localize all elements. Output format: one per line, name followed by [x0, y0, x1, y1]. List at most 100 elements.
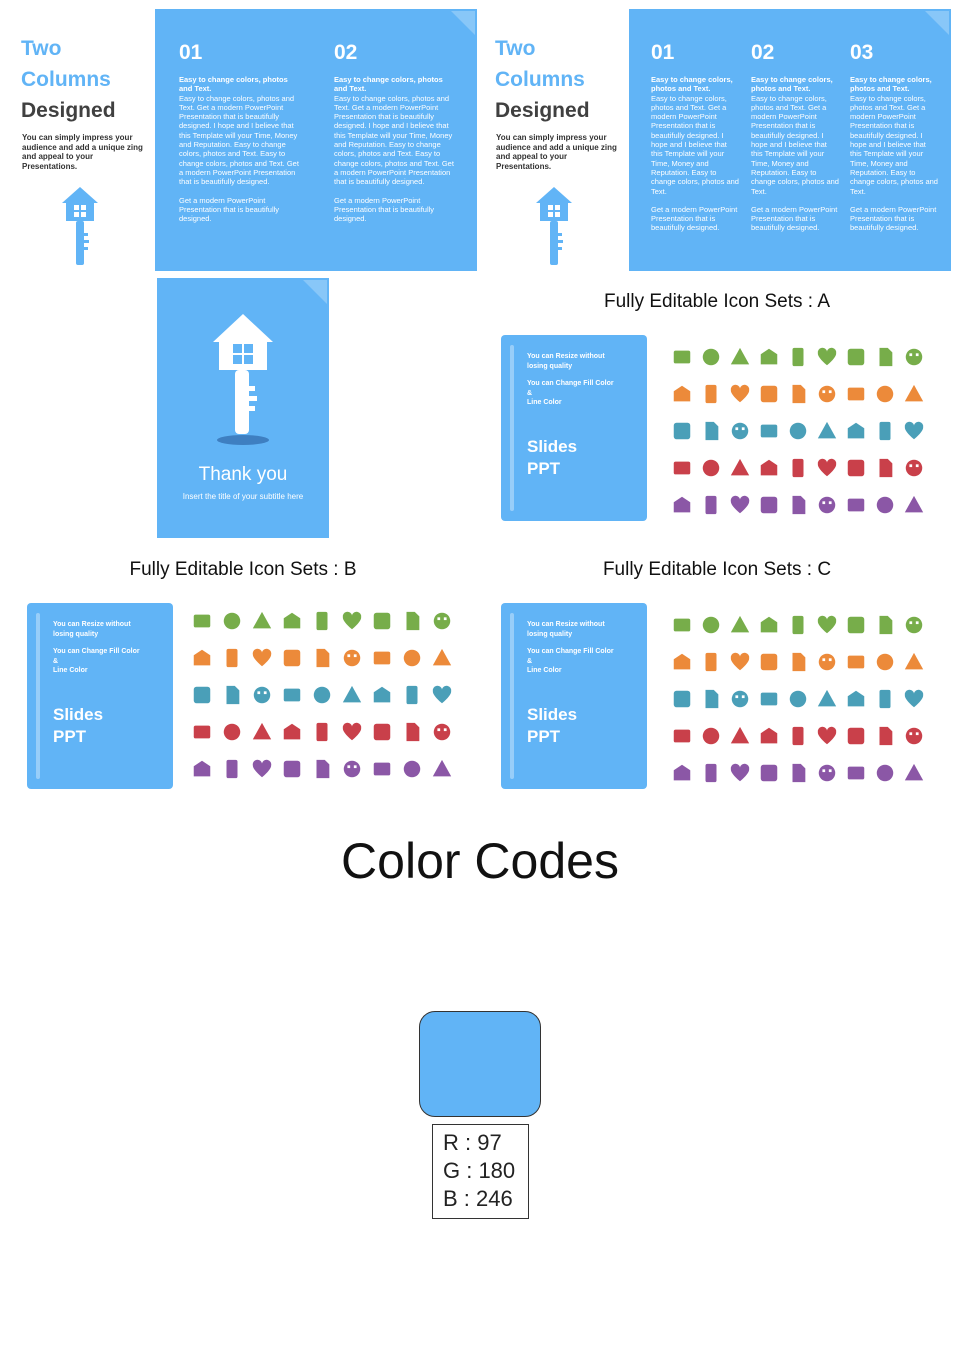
file-chart-icon [845, 457, 867, 479]
fire-icon [431, 758, 453, 780]
spine-icon [816, 651, 838, 673]
column-number: 03 [850, 41, 874, 64]
color-codes-title: Color Codes [341, 833, 619, 889]
intestine-icon [845, 614, 867, 636]
microphone-icon [431, 610, 453, 632]
male-symbol-icon [251, 610, 273, 632]
column-subtitle: Easy to change colors, photos and Text. [850, 75, 932, 94]
medicine-bottle-icon [903, 688, 925, 710]
column-body: Easy to change colors, photos and Text. … [334, 93, 454, 187]
slide-title: Two Columns Designed [495, 33, 590, 126]
sad-face-icon [874, 494, 896, 516]
bar-chart-down-icon [787, 346, 809, 368]
column-body: Easy to change colors, photos and Text. … [651, 93, 739, 196]
notepad-icon [903, 420, 925, 442]
iconset-b-grid [187, 602, 457, 788]
column-number: 01 [651, 41, 675, 64]
column-1: 01 Easy to change colors, photos and Tex… [179, 41, 301, 223]
calculator-icon [816, 383, 838, 405]
column-body-2: Get a modern PowerPoint Presentation tha… [651, 204, 738, 233]
title-line-3: Designed [21, 99, 116, 122]
title-line-2: Columns [495, 68, 585, 91]
card-line-2a: You can Change Fill Color [527, 380, 614, 387]
airplane-icon [401, 647, 423, 669]
bone-icon [845, 651, 867, 673]
palette-icon [787, 420, 809, 442]
title-line-1: Two [495, 37, 536, 60]
music-icon [729, 420, 751, 442]
pencil-icon [758, 494, 780, 516]
column-body-2: Get a modern PowerPoint Presentation tha… [751, 204, 838, 233]
play-icon [191, 721, 213, 743]
column-body: Easy to change colors, photos and Text. … [179, 93, 299, 187]
thank-you-title: Thank you [198, 464, 288, 485]
iconset-b-card: You can Resize without losing quality Yo… [27, 603, 173, 789]
at-sign-icon [816, 762, 838, 784]
battery-full-icon [311, 684, 333, 706]
column-body: Easy to change colors, photos and Text. … [850, 93, 938, 196]
battery-high-icon [281, 684, 303, 706]
iconset-a-grid [667, 338, 929, 524]
card-line-2b: & [53, 657, 59, 665]
snowflake-icon [845, 688, 867, 710]
camera-icon [341, 610, 363, 632]
file-image-icon [874, 457, 896, 479]
graduation-cap-icon [816, 420, 838, 442]
skull-icon [671, 651, 693, 673]
sun-cloud-icon [281, 758, 303, 780]
house-key-icon [534, 185, 574, 272]
file-doc-icon [903, 457, 925, 479]
pelvis-icon [874, 651, 896, 673]
card-line-2a: You can Change Fill Color [53, 648, 140, 655]
card-text-resize: You can Resize without losing quality [527, 353, 605, 370]
iconset-a-card: You can Resize without losing quality Yo… [501, 335, 647, 521]
atom-icon [700, 688, 722, 710]
card-line-2a: You can Change Fill Color [527, 648, 614, 655]
dollar-icon [816, 725, 838, 747]
laptop-icon [700, 383, 722, 405]
gear-icon [281, 721, 303, 743]
card-accent-bar [510, 345, 514, 511]
tablet-icon [758, 383, 780, 405]
linkedin-icon [671, 762, 693, 784]
trophy-icon [729, 494, 751, 516]
house-key-icon [211, 312, 275, 451]
open-mail-icon [729, 346, 751, 368]
column-3: 03 Easy to change colors, photos and Tex… [850, 41, 938, 233]
card-line-3a: Slides [527, 437, 578, 456]
man-icon [191, 610, 213, 632]
file-icon [787, 457, 809, 479]
card-line-3a: Slides [53, 705, 104, 724]
pushpin-icon [700, 494, 722, 516]
umbrella-icon [281, 647, 303, 669]
card-line-2b: & [527, 657, 533, 665]
google-plus-icon [787, 762, 809, 784]
content-panel: 01 Easy to change colors, photos and Tex… [629, 9, 951, 271]
magnifier-icon [845, 420, 867, 442]
printer-icon [671, 383, 693, 405]
rocket-icon [191, 647, 213, 669]
piggy-bank-icon [431, 721, 453, 743]
card-line-3b: PPT [53, 727, 87, 746]
uterus-icon [816, 614, 838, 636]
head-icon [700, 651, 722, 673]
column-number: 01 [179, 41, 203, 64]
unlock-icon [341, 647, 363, 669]
video-camera-icon [371, 610, 393, 632]
heart-icon [311, 610, 333, 632]
liver-icon [700, 614, 722, 636]
stethoscope-icon [700, 725, 722, 747]
power-icon [371, 684, 393, 706]
puzzle-icon [700, 420, 722, 442]
iconset-c-title: Fully Editable Icon Sets : C [602, 559, 832, 580]
flag-icon [874, 762, 896, 784]
twitter-icon [758, 762, 780, 784]
column-body-2: Get a modern PowerPoint Presentation tha… [850, 204, 937, 233]
kidneys-icon [729, 614, 751, 636]
title-line-2: Columns [21, 68, 111, 91]
ship-icon [845, 725, 867, 747]
tooth-icon [903, 614, 925, 636]
drops-icon [787, 651, 809, 673]
